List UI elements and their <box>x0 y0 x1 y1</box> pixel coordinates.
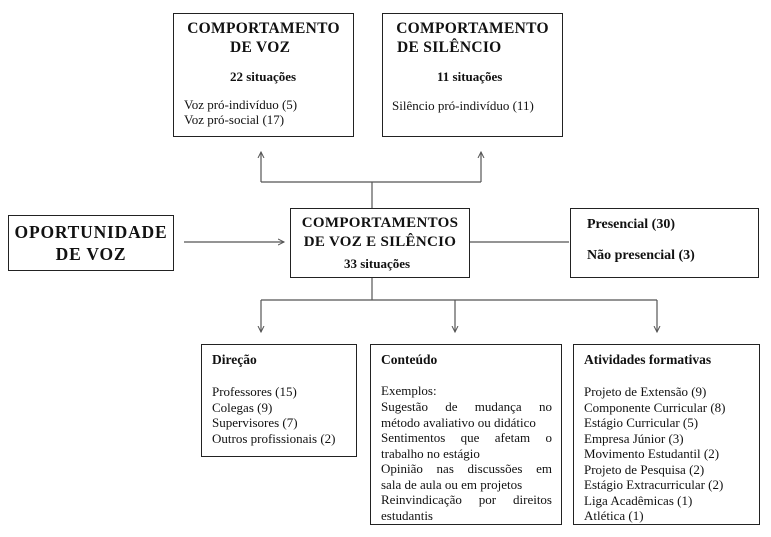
direction-box: Direção Professores (15) Colegas (9) Sup… <box>201 344 357 457</box>
content-line: sala de aula ou em projetos <box>381 476 523 492</box>
direction-list: Professores (15) Colegas (9) Supervisore… <box>212 384 336 446</box>
activity-item: Estágio Curricular (5) <box>584 415 699 430</box>
content-line: Opinião nas discussões em <box>381 461 552 476</box>
opportunity-title: OPORTUNIDADE DE VOZ <box>14 222 168 264</box>
activity-item: Projeto de Extensão (9) <box>584 384 707 399</box>
direction-item: Professores (15) <box>212 384 297 399</box>
silence-behavior-box: COMPORTAMENTO DE SILÊNCIO 11 situações S… <box>382 13 563 137</box>
activity-item: Estágio Extracurricular (2) <box>584 477 724 492</box>
voice-behavior-box: COMPORTAMENTO DE VOZ 22 situações Voz pr… <box>173 13 354 137</box>
direction-title: Direção <box>212 352 257 367</box>
content-box: Conteúdo Exemplos: Sugestão de mudança n… <box>370 344 562 525</box>
activity-item: Empresa Júnior (3) <box>584 430 684 446</box>
voice-opportunity-box: OPORTUNIDADE DE VOZ <box>8 215 174 271</box>
content-line: Reinvindicação por direitos <box>381 492 552 507</box>
content-line: Sugestão de mudança no <box>381 399 552 414</box>
silence-item: Silêncio pró-indivíduo (11) <box>392 98 534 113</box>
content-title: Conteúdo <box>381 352 438 367</box>
direction-item: Colegas (9) <box>212 399 273 415</box>
content-line: estudantis <box>381 507 433 523</box>
center-title: COMPORTAMENTOS DE VOZ E SILÊNCIO <box>301 215 459 250</box>
center-count: 33 situações <box>344 256 411 271</box>
center-behaviors-box: COMPORTAMENTOS DE VOZ E SILÊNCIO 33 situ… <box>290 208 470 278</box>
activities-title: Atividades formativas <box>584 352 712 367</box>
activities-box: Atividades formativas Projeto de Extensã… <box>573 344 760 525</box>
content-line: método avaliativo ou didático <box>381 414 536 430</box>
mode-item: Presencial (30) <box>587 217 675 232</box>
content-line: trabalho no estágio <box>381 445 480 461</box>
activity-item: Componente Curricular (8) <box>584 399 726 415</box>
voice-count: 22 situações <box>230 69 297 84</box>
activities-list: Projeto de Extensão (9) Componente Curri… <box>584 384 726 524</box>
content-examples: Sugestão de mudança no método avaliativo… <box>381 399 552 523</box>
content-intro: Exemplos: <box>381 383 437 398</box>
silence-title: COMPORTAMENTO DE SILÊNCIO <box>396 20 549 56</box>
activity-item: Movimento Estudantil (2) <box>584 446 720 461</box>
silence-count: 11 situações <box>437 69 503 84</box>
activity-item: Liga Acadêmicas (1) <box>584 492 693 508</box>
mode-item: Não presencial (3) <box>587 248 695 263</box>
direction-item: Outros profissionais (2) <box>212 430 336 446</box>
mode-box: Presencial (30) Não presencial (3) <box>570 208 759 278</box>
activity-item: Atlética (1) <box>584 508 644 523</box>
voice-title: COMPORTAMENTO DE VOZ <box>187 20 340 56</box>
direction-item: Supervisores (7) <box>212 415 298 430</box>
voice-item: Voz pró-indivíduo (5) <box>184 97 298 112</box>
content-line: Sentimentos que afetam o <box>381 430 552 445</box>
voice-item: Voz pró-social (17) <box>184 112 285 127</box>
activity-item: Projeto de Pesquisa (2) <box>584 461 705 477</box>
